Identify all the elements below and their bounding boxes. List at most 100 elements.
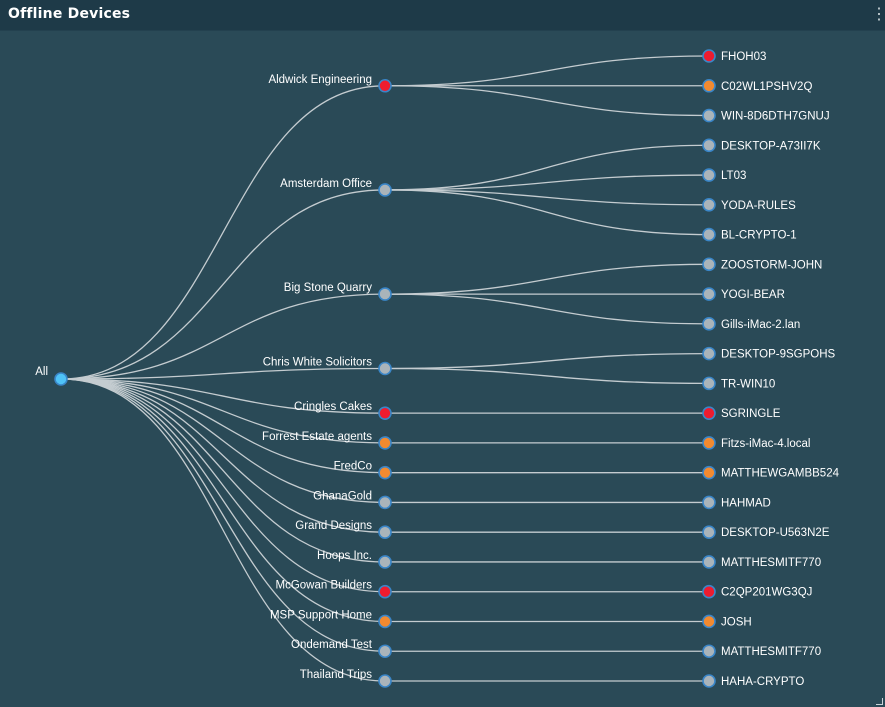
link-group-to-device (384, 189, 710, 236)
device-label: HAHA-CRYPTO (721, 676, 804, 688)
device-label: SGRINGLE (721, 408, 781, 420)
link-group-to-device (384, 293, 710, 325)
link-root-to-group (60, 378, 386, 682)
device-label: DESKTOP-U563N2E (721, 527, 830, 539)
device-label: ZOOSTORM-JOHN (721, 259, 822, 271)
device-label: DESKTOP-9SGPOHS (721, 349, 836, 361)
panel-title: Offline Devices (8, 6, 131, 22)
group-label: Ondemand Test (291, 639, 373, 651)
group-label: Chris White Solicitors (263, 357, 373, 369)
device-label: BL-CRYPTO-1 (721, 230, 797, 242)
group-node[interactable] (378, 78, 392, 93)
group-label: McGowan Builders (275, 580, 372, 592)
device-node[interactable] (702, 287, 716, 301)
group-node[interactable] (378, 361, 392, 376)
group-label: Cringles Cakes (294, 401, 372, 413)
group-label: Forrest Estate agents (262, 431, 372, 443)
device-label: C02WL1PSHV2Q (721, 81, 812, 93)
group-label: Amsterdam Office (280, 178, 372, 190)
group-label: FredCo (334, 461, 372, 473)
group-node[interactable] (378, 406, 392, 420)
device-node[interactable] (702, 644, 716, 659)
link-group-to-device (384, 352, 710, 370)
group-node[interactable] (378, 644, 392, 659)
device-node[interactable] (702, 555, 716, 569)
device-label: FHOH03 (721, 51, 766, 63)
device-node[interactable] (702, 436, 716, 450)
device-node[interactable] (702, 376, 716, 391)
device-label: MATTHESMITF770 (721, 646, 821, 658)
device-node[interactable] (702, 584, 716, 599)
group-node[interactable] (378, 183, 392, 197)
group-node[interactable] (378, 584, 392, 599)
link-root-to-group (60, 378, 386, 504)
device-node[interactable] (702, 198, 716, 212)
link-root-to-group (60, 378, 386, 474)
group-label: Big Stone Quarry (284, 282, 372, 294)
link-root-to-group (60, 378, 386, 533)
device-node[interactable] (702, 227, 716, 242)
panel-header: Offline Devices ⋮ (0, 0, 885, 31)
link-group-to-device (384, 85, 710, 117)
device-label: MATTHESMITF770 (721, 557, 821, 569)
device-label: C2QP201WG3QJ (721, 587, 812, 599)
group-node[interactable] (378, 287, 392, 301)
resize-handle-icon[interactable] (876, 698, 883, 705)
group-label: GhanaGold (313, 490, 372, 502)
link-group-to-device (384, 367, 710, 385)
device-node[interactable] (702, 495, 716, 510)
link-group-to-device (384, 55, 710, 87)
device-node[interactable] (702, 346, 716, 361)
link-group-to-device (384, 263, 710, 295)
group-node[interactable] (378, 436, 392, 450)
link-root-to-group (60, 367, 386, 380)
link-group-to-device (384, 189, 710, 206)
link-root-to-group (60, 378, 386, 563)
link-group-to-device (384, 144, 710, 191)
device-label: DESKTOP-A73II7K (721, 140, 821, 152)
device-label: JOSH (721, 616, 752, 628)
device-node[interactable] (702, 614, 716, 629)
device-label: TR-WIN10 (721, 378, 775, 390)
device-label: HAHMAD (721, 497, 771, 509)
device-label: Fitzs-iMac-4.local (721, 438, 810, 450)
tree-links (60, 55, 710, 682)
device-node[interactable] (702, 257, 716, 272)
group-node[interactable] (378, 495, 392, 510)
device-node[interactable] (702, 49, 716, 63)
group-node[interactable] (378, 555, 392, 569)
group-label: Aldwick Engineering (268, 74, 372, 86)
device-node[interactable] (702, 138, 716, 153)
group-label: Thailand Trips (300, 669, 372, 681)
link-root-to-group (60, 378, 386, 444)
device-label: Gills-iMac-2.lan (721, 319, 800, 331)
link-root-to-group (60, 85, 386, 380)
device-node[interactable] (702, 108, 716, 123)
group-node[interactable] (378, 525, 392, 539)
link-root-to-group (60, 378, 386, 652)
device-node[interactable] (702, 674, 716, 688)
group-label: Hoops Inc. (317, 550, 372, 562)
device-node[interactable] (702, 168, 716, 182)
group-node[interactable] (378, 614, 392, 629)
device-node[interactable] (702, 78, 716, 93)
link-root-to-group (60, 378, 386, 623)
device-node[interactable] (702, 406, 716, 420)
group-node[interactable] (378, 465, 392, 480)
link-root-to-group (60, 378, 386, 414)
link-group-to-device (384, 174, 710, 191)
link-root-to-group (60, 189, 386, 380)
device-label: WIN-8D6DTH7GNUJ (721, 111, 830, 123)
device-node[interactable] (702, 317, 716, 331)
link-root-to-group (60, 378, 386, 593)
device-node[interactable] (702, 525, 716, 539)
group-label: MSP Support Home (270, 609, 372, 621)
device-node[interactable] (702, 465, 716, 480)
root-node[interactable] (54, 372, 68, 386)
root-label: All (35, 366, 48, 378)
device-label: MATTHEWGAMBB524 (721, 468, 840, 480)
group-node[interactable] (378, 674, 392, 688)
group-label: Grand Designs (295, 520, 372, 532)
